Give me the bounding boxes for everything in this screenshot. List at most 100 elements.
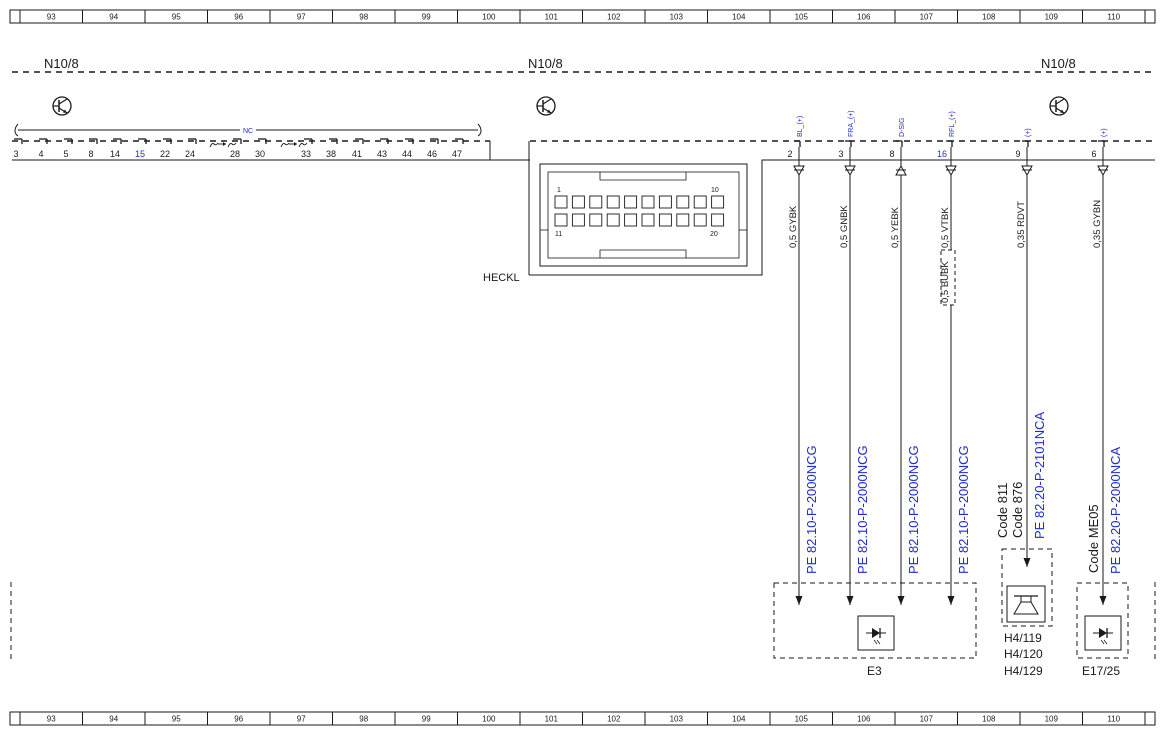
horn-icon	[1006, 585, 1046, 623]
connector-pin-number: 22	[160, 149, 170, 159]
ruler-column-label: 95	[172, 715, 181, 724]
ruler-column-label: 94	[109, 13, 118, 22]
connector-pin-number: 38	[326, 149, 336, 159]
component-horn-label-2: H4/120	[1004, 647, 1043, 661]
connector-pin: 4	[38, 138, 48, 159]
housing-cavity	[624, 213, 638, 227]
pin-signal-name: RFL_(+)	[949, 111, 956, 137]
housing-cavity	[571, 195, 585, 209]
connector-pin: 8	[88, 138, 98, 159]
ruler-column-label: 98	[359, 715, 368, 724]
ruler-column-label: 105	[795, 13, 809, 22]
wire-spec: 0,5 GNBK	[839, 205, 850, 248]
led-icon	[857, 615, 895, 651]
housing-cavity	[554, 195, 568, 209]
pin-signal-name: FRA_(+)	[848, 110, 855, 137]
ruler-column-label: 110	[1107, 715, 1120, 724]
reference-code: PE 82.20-P-2101NCA	[1032, 411, 1047, 539]
wire-spec: 0,5 GYBK	[788, 205, 799, 248]
housing-cavity	[571, 213, 585, 227]
connector-pin: 14	[110, 138, 122, 159]
connector-pin: 30	[255, 138, 267, 159]
connector-pin: 15	[135, 138, 147, 159]
housing-cavity	[641, 195, 655, 209]
ruler-column-label: 104	[732, 715, 746, 724]
connector-pin-number: 46	[427, 149, 437, 159]
connector-pin-number: 15	[135, 149, 145, 159]
wire-spec: 0,5 YEBK	[890, 206, 901, 248]
connector-pin: 24	[185, 138, 197, 159]
component-horn-label-3: H4/129	[1004, 664, 1043, 678]
pin-number: 8	[889, 149, 894, 159]
connector-pin-number: 30	[255, 149, 265, 159]
connector-pin: 3	[13, 138, 23, 159]
connector-pin-number: 43	[377, 149, 387, 159]
ruler-column-label: 100	[482, 715, 496, 724]
housing-cavity	[676, 213, 690, 227]
ruler-column-label: 103	[670, 715, 684, 724]
nc-label: NC	[243, 128, 253, 135]
connector-pin-number: 24	[185, 149, 195, 159]
pin-signal-name: (+)	[1025, 128, 1032, 137]
housing-cavity	[554, 213, 568, 227]
housing-pin-1: 1	[557, 187, 561, 194]
connector-pin-number: 5	[63, 149, 68, 159]
connector-pin: 5	[63, 138, 73, 159]
connector-pin: 38	[326, 138, 338, 159]
housing-cavity	[693, 195, 707, 209]
nc-bracket: NC	[14, 123, 482, 137]
ruler-column-label: 110	[1107, 13, 1120, 22]
option-code: Code ME05	[1086, 504, 1101, 573]
connector-pin: 46	[427, 138, 439, 159]
ruler-column-label: 102	[607, 13, 621, 22]
connector-pin: 43	[377, 138, 389, 159]
ruler-column-label: 99	[422, 13, 431, 22]
ruler-column-label: 109	[1045, 13, 1059, 22]
housing-pin-20: 20	[710, 231, 718, 238]
ruler-column-label: 95	[172, 13, 181, 22]
ruler-column-label: 94	[109, 715, 118, 724]
option-code: Code 811	[995, 483, 1010, 538]
housing-cavity	[641, 213, 655, 227]
connector-pin-number: 8	[88, 149, 93, 159]
connector-title-right: N10/8	[1041, 56, 1076, 71]
ruler-column-label: 98	[359, 13, 368, 22]
component-e17-label: E17/25	[1082, 664, 1120, 678]
connector-pin-number: 3	[13, 149, 18, 159]
connector-pin-number: 28	[230, 149, 240, 159]
ruler-column-label: 107	[920, 13, 934, 22]
transistor-icon	[52, 96, 72, 116]
pin-signal-name: (+)	[1101, 128, 1108, 137]
ruler-column-label: 103	[670, 13, 684, 22]
component-e17: E17/25	[1076, 582, 1129, 678]
connector-pin: 28	[230, 138, 242, 159]
reference-code: PE 82.20-P-2000NCA	[1108, 446, 1123, 574]
pin-signal-name: D-SIG	[899, 118, 906, 137]
component-horns: H4/119 H4/120 H4/129	[1001, 548, 1053, 678]
component-horn-label-1: H4/119	[1004, 631, 1042, 645]
housing-label: HECKL	[483, 272, 520, 284]
wire-spec: 0,5 VTBK	[940, 207, 951, 248]
pin-number: 16	[937, 149, 947, 159]
ruler-column-label: 100	[482, 13, 496, 22]
wire-spec: 0,35 GYBN	[1092, 200, 1103, 248]
ruler-column-label: 93	[47, 13, 56, 22]
housing-cavity	[606, 195, 620, 209]
connector-pin: 41	[352, 138, 364, 159]
connector-pin-number: 14	[110, 149, 120, 159]
transistor-icon	[536, 96, 556, 116]
ruler-column-label: 105	[795, 715, 809, 724]
housing-cavity	[658, 195, 672, 209]
ruler-column-label: 96	[234, 13, 243, 22]
pin-number: 2	[787, 149, 792, 159]
ruler-column-label: 97	[297, 13, 306, 22]
connector-pin-number: 41	[352, 149, 362, 159]
housing-cavity	[658, 213, 672, 227]
ruler-column-label: 104	[732, 13, 746, 22]
jumper-icon	[280, 142, 308, 148]
